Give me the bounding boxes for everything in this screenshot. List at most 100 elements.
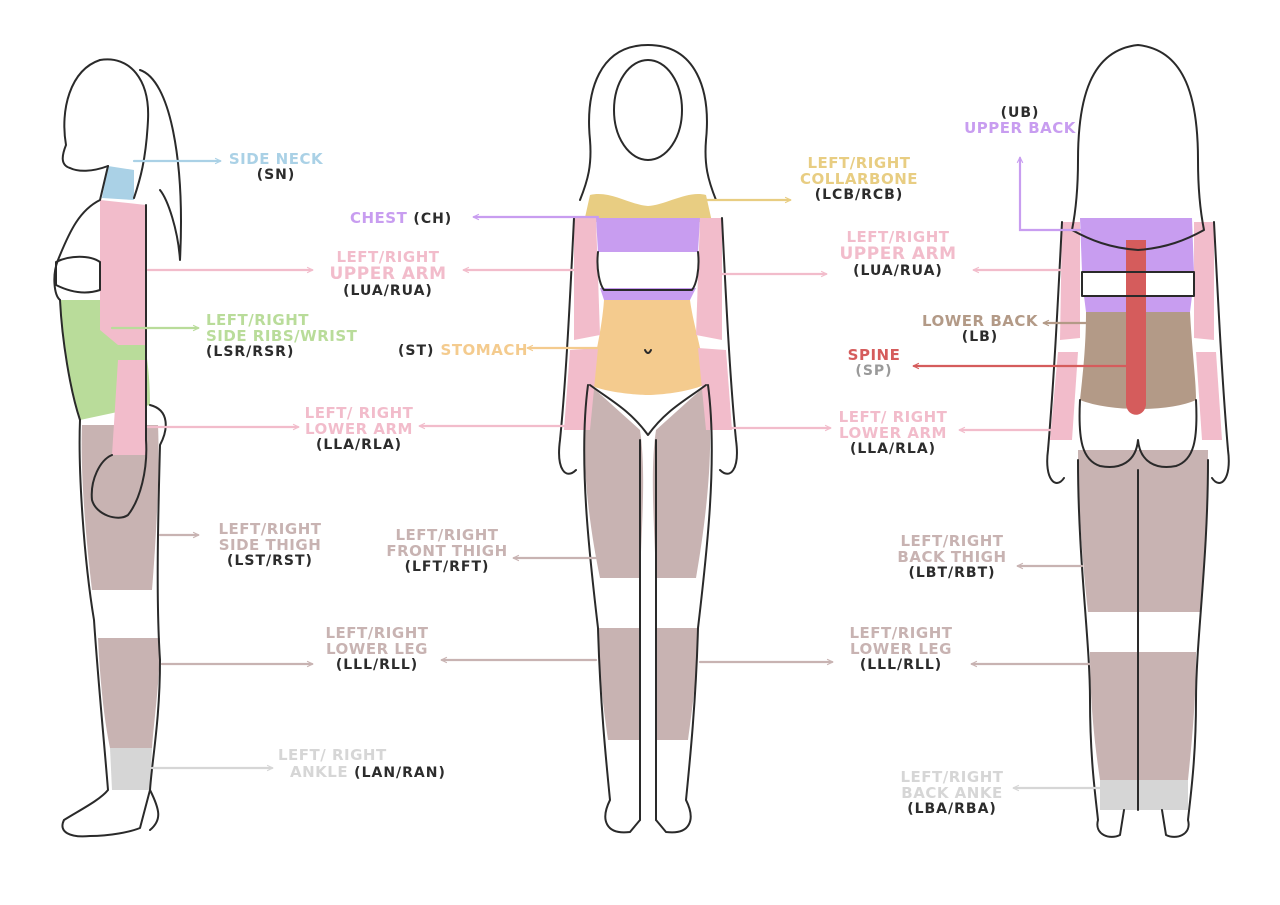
front-lowerarm-zone-left <box>564 348 598 430</box>
back-lowerarm-zone-right <box>1196 352 1222 440</box>
label-side-thigh-code: (LST/RST) <box>227 552 313 569</box>
side-upperarm-zone <box>100 200 146 345</box>
side-ankle-zone <box>110 748 152 790</box>
back-upperarm-zone-right <box>1194 222 1214 340</box>
label-front-thigh-title-2: FRONT THIGH <box>386 541 508 560</box>
front-lowerarm-zone-right <box>698 348 732 430</box>
label-front-thigh-title-1: LEFT/RIGHT <box>395 526 499 544</box>
label-ankle-code: (LAN/RAN) <box>354 764 446 781</box>
back-lowerarm-zone-left <box>1050 352 1078 440</box>
label-upperarm-right: LEFT/RIGHT UPPER ARM (LUA/RUA) <box>828 228 968 279</box>
label-stomach-code: (ST) <box>398 343 435 359</box>
side-neck-zone <box>102 166 134 200</box>
label-spine: SPINE (SP) <box>838 346 910 379</box>
label-collarbone-code: (LCB/RCB) <box>814 186 904 203</box>
label-upperarm-left-code: (LUA/RUA) <box>343 282 433 299</box>
front-thigh-zone-left <box>584 385 644 578</box>
label-lowerleg-right-code: (LLL/RLL) <box>859 656 943 673</box>
label-side-ribs: LEFT/RIGHT SIDE RIBS/WRIST (LSR/RSR) <box>206 311 358 360</box>
label-lowerleg-left-title-1: LEFT/RIGHT <box>325 624 429 642</box>
label-front-thigh-code: (LFT/RFT) <box>404 558 490 575</box>
label-upperarm-left-title-2: UPPER ARM <box>329 263 447 284</box>
label-spine-code: (SP) <box>855 362 893 379</box>
label-back-thigh: LEFT/RIGHT BACK THIGH (LBT/RBT) <box>890 532 1014 581</box>
label-lower-back-title: LOWER BACK <box>921 312 1038 330</box>
label-collarbone: LEFT/RIGHT COLLARBONE (LCB/RCB) <box>794 154 924 203</box>
label-lowerarm-left-code: (LLA/RLA) <box>315 436 403 453</box>
back-thigh-zone <box>1078 450 1208 612</box>
label-front-thigh: LEFT/RIGHT FRONT THIGH (LFT/RFT) <box>380 526 514 575</box>
arrow-upper-back <box>1020 158 1088 232</box>
label-stomach: (ST) STOMACH <box>398 342 528 359</box>
label-side-ribs-code: (LSR/RSR) <box>206 343 295 360</box>
front-lowerleg-zone-left <box>598 628 641 740</box>
label-lowerleg-right-title-2: LOWER LEG <box>850 639 952 658</box>
label-upper-back-title: UPPER BACK <box>964 118 1076 137</box>
label-back-ankle: LEFT/RIGHT BACK ANKE (LBA/RBA) <box>892 768 1012 817</box>
side-lowerarm-zone <box>112 360 146 455</box>
label-upperarm-right-title-2: UPPER ARM <box>839 243 957 264</box>
label-lowerarm-left-title-2: LOWER ARM <box>305 419 413 438</box>
label-lowerarm-right-code: (LLA/RLA) <box>849 440 937 457</box>
label-lowerarm-left: LEFT/ RIGHT LOWER ARM (LLA/RLA) <box>296 404 422 453</box>
back-lowerleg-zone <box>1090 652 1196 780</box>
label-lowerleg-left: LEFT/RIGHT LOWER LEG (LLL/RLL) <box>314 624 440 673</box>
label-ankle-title-1: LEFT/ RIGHT <box>278 746 387 764</box>
back-upperarm-zone-left <box>1060 222 1080 340</box>
label-ankle: LEFT/ RIGHT ANKLE (LAN/RAN) <box>278 746 446 781</box>
label-side-thigh-title-2: SIDE THIGH <box>218 535 322 554</box>
spine-zone <box>1126 240 1146 415</box>
side-view-figure <box>53 58 182 838</box>
chest-zone <box>596 218 700 252</box>
front-upperarm-zone-left <box>574 218 600 340</box>
label-lowerarm-right-title-1: LEFT/ RIGHT <box>838 408 948 426</box>
label-lowerleg-left-title-2: LOWER LEG <box>326 639 428 658</box>
label-chest: CHEST (CH) <box>350 210 452 227</box>
label-back-thigh-title-1: LEFT/RIGHT <box>900 532 1004 550</box>
front-upperarm-zone-right <box>696 218 722 340</box>
front-thigh-zone-right <box>652 385 711 578</box>
label-collarbone-title-2: COLLARBONE <box>799 169 919 188</box>
label-lowerarm-right: LEFT/ RIGHT LOWER ARM (LLA/RLA) <box>830 408 956 457</box>
label-chest-code: (CH) <box>413 211 453 227</box>
label-lowerleg-left-code: (LLL/RLL) <box>335 656 419 673</box>
label-side-neck-code: (SN) <box>256 166 296 183</box>
label-upperarm-left: LEFT/RIGHT UPPER ARM (LUA/RUA) <box>318 248 458 299</box>
label-lowerleg-right: LEFT/RIGHT LOWER LEG (LLL/RLL) <box>838 624 964 673</box>
stomach-zone <box>590 300 705 395</box>
label-side-thigh: LEFT/RIGHT SIDE THIGH (LST/RST) <box>200 520 340 569</box>
label-upperarm-right-title-1: LEFT/RIGHT <box>846 228 950 246</box>
label-upper-back-code: (UB) <box>1000 105 1040 121</box>
back-view-figure <box>1046 44 1230 838</box>
label-stomach-title: STOMACH <box>440 341 528 359</box>
label-lowerleg-right-title-1: LEFT/RIGHT <box>849 624 953 642</box>
label-lower-back-code: (LB) <box>961 328 999 345</box>
label-side-ribs-title-2: SIDE RIBS/WRIST <box>206 326 358 345</box>
label-side-neck: SIDE NECK (SN) <box>226 150 326 183</box>
label-upperarm-left-title-1: LEFT/RIGHT <box>336 248 440 266</box>
label-spine-title: SPINE <box>847 346 901 364</box>
label-lower-back: LOWER BACK (LB) <box>920 312 1040 345</box>
collarbone-zone <box>584 193 712 222</box>
front-view-figure <box>558 44 738 834</box>
label-side-ribs-title-1: LEFT/RIGHT <box>206 311 309 329</box>
front-lowerleg-zone-right <box>655 628 698 740</box>
label-back-ankle-title-1: LEFT/RIGHT <box>900 768 1004 786</box>
label-side-neck-title: SIDE NECK <box>228 150 324 168</box>
label-chest-title: CHEST <box>350 209 408 227</box>
label-back-thigh-title-2: BACK THIGH <box>897 547 1007 566</box>
label-upperarm-right-code: (LUA/RUA) <box>853 262 943 279</box>
label-side-thigh-title-1: LEFT/RIGHT <box>218 520 322 538</box>
label-lowerarm-left-title-1: LEFT/ RIGHT <box>304 404 414 422</box>
label-back-ankle-code: (LBA/RBA) <box>907 800 997 817</box>
back-ankle-zone <box>1100 780 1188 810</box>
side-lowerleg-zone <box>98 638 160 748</box>
label-back-thigh-code: (LBT/RBT) <box>908 564 996 581</box>
label-lowerarm-right-title-2: LOWER ARM <box>839 423 947 442</box>
label-upper-back: (UB) UPPER BACK <box>960 106 1080 136</box>
label-ankle-title-2: ANKLE <box>290 762 349 781</box>
label-collarbone-title-1: LEFT/RIGHT <box>807 154 911 172</box>
label-back-ankle-title-2: BACK ANKE <box>901 783 1003 802</box>
